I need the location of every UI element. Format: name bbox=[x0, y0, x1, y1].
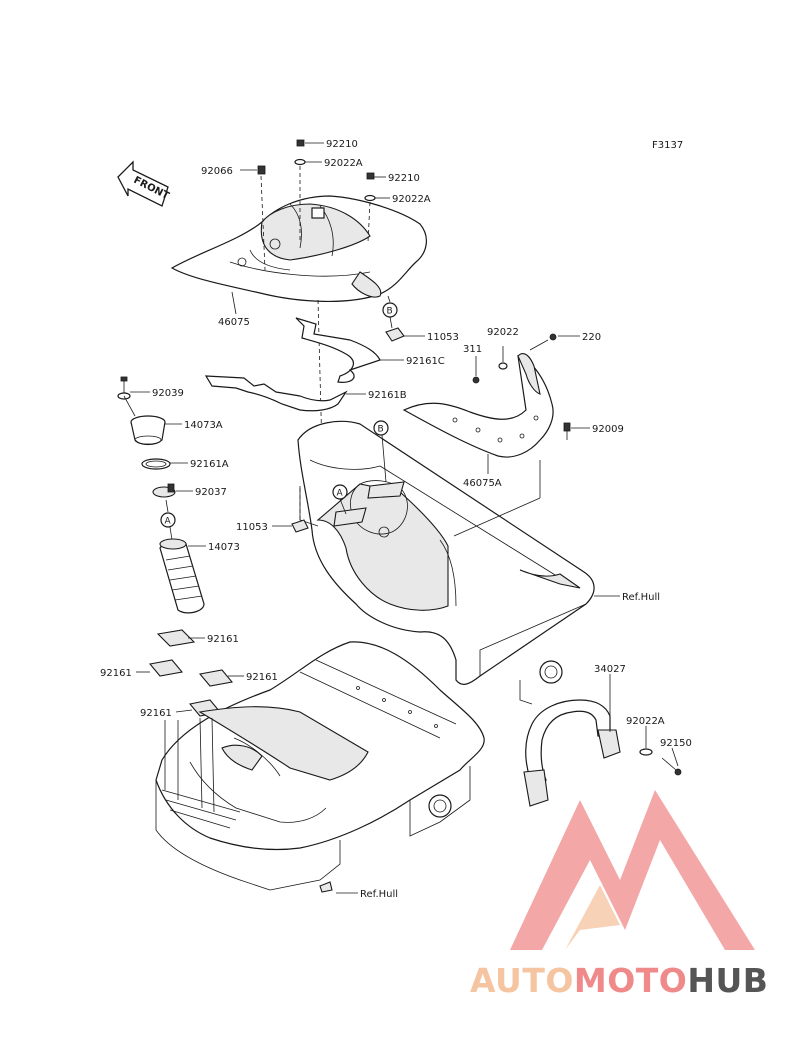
label-92161: 92161 bbox=[140, 708, 172, 719]
svg-text:AUTOMOTOHUB: AUTOMOTOHUB bbox=[470, 961, 768, 1000]
bolt-92210-mid bbox=[366, 172, 375, 180]
svg-text:B: B bbox=[378, 425, 384, 435]
nut-311 bbox=[472, 376, 480, 384]
label-92022A: 92022A bbox=[392, 194, 431, 205]
seat-cover-46075 bbox=[170, 195, 427, 302]
label-311: 311 bbox=[463, 344, 482, 355]
label-92161: 92161 bbox=[100, 668, 132, 679]
gasket-92161B bbox=[204, 375, 348, 412]
label-14073A: 14073A bbox=[184, 420, 223, 431]
deck-upper-section bbox=[297, 420, 595, 705]
label-ref-hull: Ref.Hull bbox=[360, 889, 398, 900]
clip-11053-left bbox=[291, 488, 309, 533]
bolt-92150 bbox=[661, 757, 682, 776]
reference-circle-b-hull: B bbox=[373, 420, 389, 483]
bolt-92066 bbox=[257, 165, 266, 175]
label-46075A: 46075A bbox=[463, 478, 502, 489]
washer-92022A-low bbox=[639, 748, 653, 756]
o-ring-92161A bbox=[141, 458, 171, 470]
label-92150: 92150 bbox=[660, 738, 692, 749]
label-92066: 92066 bbox=[201, 166, 233, 177]
label-92037: 92037 bbox=[195, 487, 227, 498]
bolt-220 bbox=[529, 333, 557, 351]
label-92009: 92009 bbox=[592, 424, 624, 435]
cap-92039 bbox=[117, 376, 131, 400]
triangle-logo-icon bbox=[510, 790, 755, 950]
clamp-92037 bbox=[152, 483, 176, 498]
label-92039: 92039 bbox=[152, 388, 184, 399]
gasket-92161C bbox=[295, 317, 381, 383]
label-14073: 14073 bbox=[208, 542, 240, 553]
assembly-line bbox=[260, 175, 266, 271]
filler-hose-14073 bbox=[159, 538, 205, 614]
leader-lines bbox=[130, 142, 679, 894]
label-92161: 92161 bbox=[207, 634, 239, 645]
clip-11053-right bbox=[385, 327, 405, 342]
washer-92022 bbox=[498, 362, 508, 370]
pad-92161-c bbox=[198, 669, 234, 687]
panel-46075A bbox=[402, 353, 554, 458]
bolt-92210-top bbox=[296, 139, 305, 147]
pad-92161-b bbox=[148, 659, 184, 677]
front-arrow-icon: FRONT bbox=[117, 160, 171, 207]
svg-text:A: A bbox=[337, 489, 344, 499]
watermark-text-hub: HUB bbox=[687, 961, 768, 1000]
automotohub-watermark-logo: AUTOMOTOHUB bbox=[470, 790, 768, 1000]
label-92161C: 92161C bbox=[406, 356, 445, 367]
svg-text:B: B bbox=[387, 307, 393, 317]
svg-text:A: A bbox=[165, 517, 172, 527]
label-92022: 92022 bbox=[487, 327, 519, 338]
label-11053: 11053 bbox=[236, 522, 268, 533]
label-92022A: 92022A bbox=[324, 158, 363, 169]
reference-circle-a-left: A bbox=[160, 499, 176, 541]
label-92210: 92210 bbox=[326, 139, 358, 150]
figure-code: F3137 bbox=[652, 140, 683, 151]
label-11053: 11053 bbox=[427, 332, 459, 343]
label-34027: 34027 bbox=[594, 664, 626, 675]
label-92161A: 92161A bbox=[190, 459, 229, 470]
label-46075: 46075 bbox=[218, 317, 250, 328]
reference-circle-b-top: B bbox=[382, 295, 398, 329]
filler-neck-14073A bbox=[123, 395, 166, 446]
washer-92022A-top bbox=[294, 158, 306, 166]
pad-92161-a bbox=[156, 629, 196, 647]
label-92022A: 92022A bbox=[626, 716, 665, 727]
label-92210: 92210 bbox=[388, 173, 420, 184]
bolt-92009 bbox=[563, 422, 571, 440]
watermark-text-moto: MOTO bbox=[574, 961, 687, 1000]
part-number-labels: 92210 92022A 92066 92210 92022A 46075 11… bbox=[100, 139, 692, 900]
label-ref-hull: Ref.Hull bbox=[622, 592, 660, 603]
hull-lower-body bbox=[155, 641, 485, 893]
reference-circle-a-hull: A bbox=[332, 484, 348, 515]
label-92161: 92161 bbox=[246, 672, 278, 683]
label-92161B: 92161B bbox=[368, 390, 407, 401]
watermark-text-auto: AUTO bbox=[470, 961, 574, 1000]
label-220: 220 bbox=[582, 332, 601, 343]
washer-92022A-mid bbox=[364, 194, 376, 202]
